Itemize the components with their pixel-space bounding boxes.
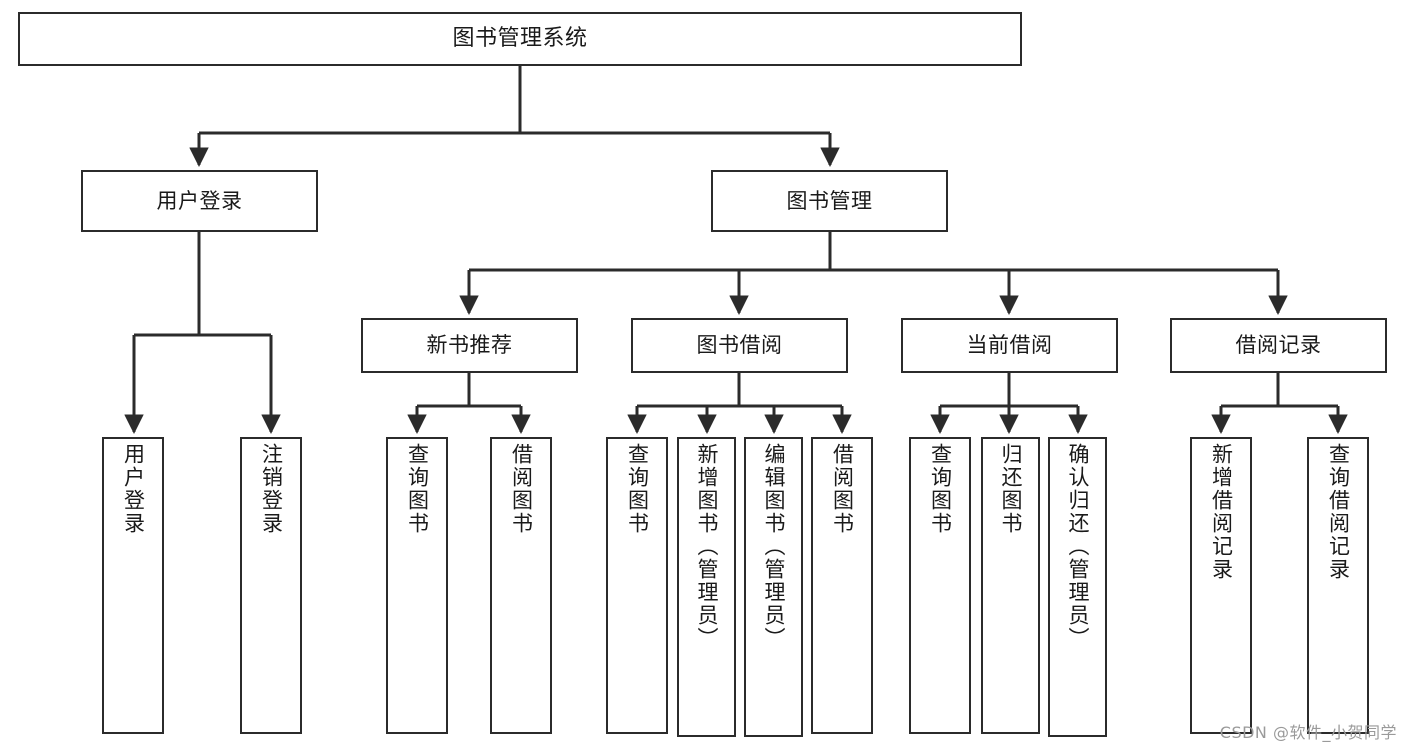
node-label: 借阅记录: [1235, 333, 1322, 358]
leaf-borrow-book-new[interactable]: 借阅图书: [490, 437, 552, 734]
node-root-system[interactable]: 图书管理系统: [18, 12, 1022, 66]
node-new-book-recommend[interactable]: 新书推荐: [361, 318, 578, 373]
node-label: 编辑图书（管理员）: [762, 443, 786, 650]
node-borrow-record[interactable]: 借阅记录: [1170, 318, 1387, 373]
node-label: 用户登录: [121, 443, 146, 535]
leaf-user-logout[interactable]: 注销登录: [240, 437, 302, 734]
watermark-text: CSDN @软件_小贺同学: [1219, 723, 1397, 742]
node-label: 归还图书: [999, 443, 1023, 535]
node-user-login[interactable]: 用户登录: [81, 170, 318, 232]
leaf-query-borrow-record[interactable]: 查询借阅记录: [1307, 437, 1369, 734]
node-label: 新增图书（管理员）: [695, 443, 719, 650]
node-label: 确认归还（管理员）: [1066, 443, 1090, 650]
node-label: 借阅图书: [509, 443, 534, 535]
node-label: 查询图书: [405, 443, 430, 535]
node-label: 查询图书: [625, 443, 650, 535]
node-label: 用户登录: [156, 188, 243, 213]
leaf-edit-book-admin[interactable]: 编辑图书（管理员）: [744, 437, 803, 737]
node-label: 注销登录: [259, 443, 284, 535]
leaf-user-login[interactable]: 用户登录: [102, 437, 164, 734]
node-label: 新增借阅记录: [1209, 443, 1234, 581]
leaf-return-book[interactable]: 归还图书: [981, 437, 1040, 734]
node-label: 当前借阅: [966, 333, 1053, 358]
node-label: 新书推荐: [426, 333, 513, 358]
node-label: 图书管理: [786, 188, 873, 213]
leaf-query-book-new[interactable]: 查询图书: [386, 437, 448, 734]
node-label: 图书管理系统: [452, 26, 588, 52]
node-current-borrow[interactable]: 当前借阅: [901, 318, 1118, 373]
node-label: 查询图书: [928, 443, 953, 535]
node-book-management[interactable]: 图书管理: [711, 170, 948, 232]
leaf-query-book-current[interactable]: 查询图书: [909, 437, 971, 734]
leaf-confirm-return-admin[interactable]: 确认归还（管理员）: [1048, 437, 1107, 737]
leaf-borrow-book[interactable]: 借阅图书: [811, 437, 873, 734]
node-label: 查询借阅记录: [1326, 443, 1351, 581]
leaf-add-borrow-record[interactable]: 新增借阅记录: [1190, 437, 1252, 734]
leaf-add-book-admin[interactable]: 新增图书（管理员）: [677, 437, 736, 737]
leaf-query-book-borrow[interactable]: 查询图书: [606, 437, 668, 734]
node-label: 图书借阅: [696, 333, 783, 358]
node-label: 借阅图书: [830, 443, 855, 535]
node-book-borrow[interactable]: 图书借阅: [631, 318, 848, 373]
